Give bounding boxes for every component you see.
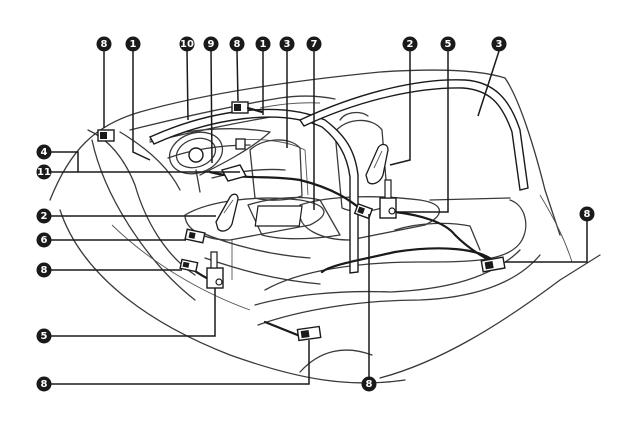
callout-number: 5 [41,331,48,342]
impact-sensor-rear-right [480,256,506,273]
impact-sensor-front-left [97,129,115,142]
callout-badge: 1 [255,36,271,52]
callout-badge: 10 [179,36,195,52]
callout-layer: 8 1 10 9 8 1 3 7 2 5 3 4 11 2 6 8 5 8 8 8 [36,36,595,392]
callout-number: 1 [130,39,137,50]
callout-badge: 6 [36,232,52,248]
impact-sensor-front-center [231,101,264,114]
callout-badge: 8 [229,36,245,52]
seatbelt-sensor-left [179,258,199,273]
callout-number: 9 [208,39,215,50]
callout-number: 4 [41,147,48,158]
front-seat-driver [184,139,325,280]
callout-number: 2 [407,39,414,50]
rear-seat [254,197,541,326]
impact-sensor-rear-center [296,325,322,342]
callout-badge: 8 [96,36,112,52]
center-console [199,196,341,285]
occupant-sensor-module [184,228,206,244]
callout-number: 10 [180,39,194,50]
callout-badge: 3 [491,36,507,52]
callout-number: 7 [311,39,318,50]
callout-number: 2 [41,211,48,222]
callout-badge: 2 [36,208,52,224]
callout-number: 8 [41,265,48,276]
steering-wheel [168,131,224,193]
callout-badge: 3 [279,36,295,52]
airbag-control-unit [220,164,248,182]
callout-number: 8 [41,379,48,390]
callout-number: 6 [41,235,48,246]
dashboard [149,128,309,196]
callout-number: 8 [234,39,241,50]
components [97,101,506,342]
knee-switch-unit [235,138,246,150]
callout-badge: 9 [203,36,219,52]
callout-number: 1 [260,39,267,50]
callout-number: 8 [101,39,108,50]
callout-badge: 5 [440,36,456,52]
callout-number: 3 [284,39,291,50]
callout-number: 5 [445,39,452,50]
callout-badge: 1 [125,36,141,52]
callout-number: 11 [37,167,51,178]
front-side-airbag-passenger [365,143,389,185]
impact-sensor-side-right [353,203,374,220]
leader-lines [48,50,588,385]
seatbelt-tensioner-passenger [379,179,397,219]
front-side-airbag-driver [215,193,239,232]
callout-badge: 8 [36,262,52,278]
callout-badge: 11 [36,164,52,180]
callout-badge: 5 [36,328,52,344]
callout-number: 3 [496,39,503,50]
callout-badge: 8 [361,376,377,392]
callout-badge: 8 [579,206,595,222]
seatbelt-tensioner-driver [206,251,224,289]
callout-number: 8 [366,379,373,390]
callout-badge: 4 [36,144,52,160]
callout-badge: 2 [402,36,418,52]
callout-number: 8 [584,209,591,220]
callout-badge: 7 [306,36,322,52]
callout-badge: 8 [36,376,52,392]
